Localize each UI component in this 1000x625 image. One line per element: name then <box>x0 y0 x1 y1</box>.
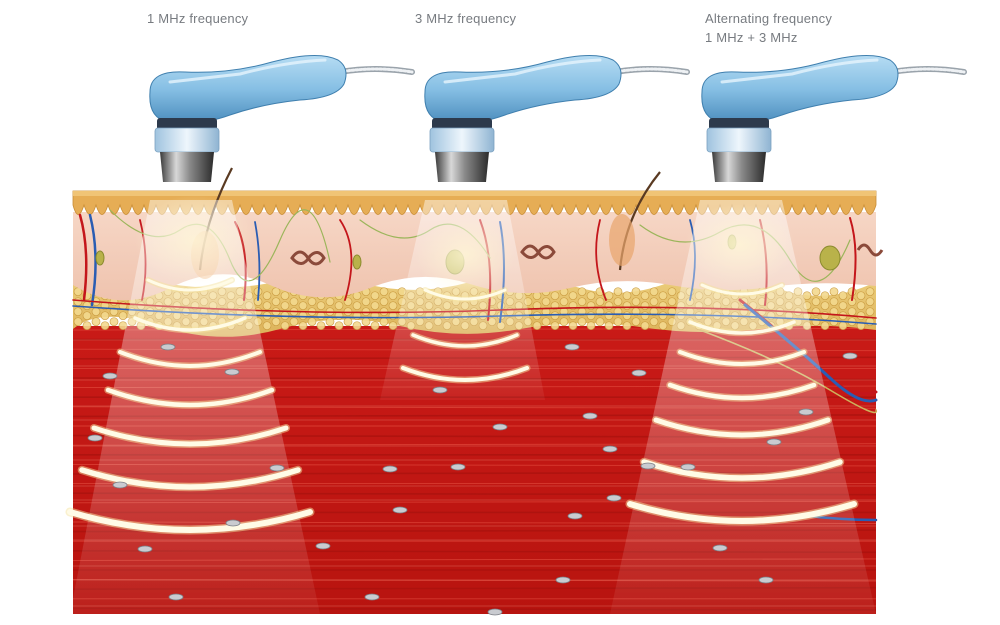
label-1mhz: 1 MHz frequency <box>147 11 249 26</box>
label-alternating: Alternating frequency <box>705 11 833 26</box>
label-alternating-values: 1 MHz + 3 MHz <box>705 30 798 45</box>
ultrasound-probe-icon <box>424 54 690 182</box>
label-3mhz: 3 MHz frequency <box>415 11 517 26</box>
ultrasound-probe-icon <box>149 54 415 182</box>
ultrasound-probes <box>149 54 967 182</box>
ultrasound-waves <box>65 277 859 535</box>
ultrasound-probe-icon <box>701 54 967 182</box>
muscle-cells <box>87 343 858 616</box>
